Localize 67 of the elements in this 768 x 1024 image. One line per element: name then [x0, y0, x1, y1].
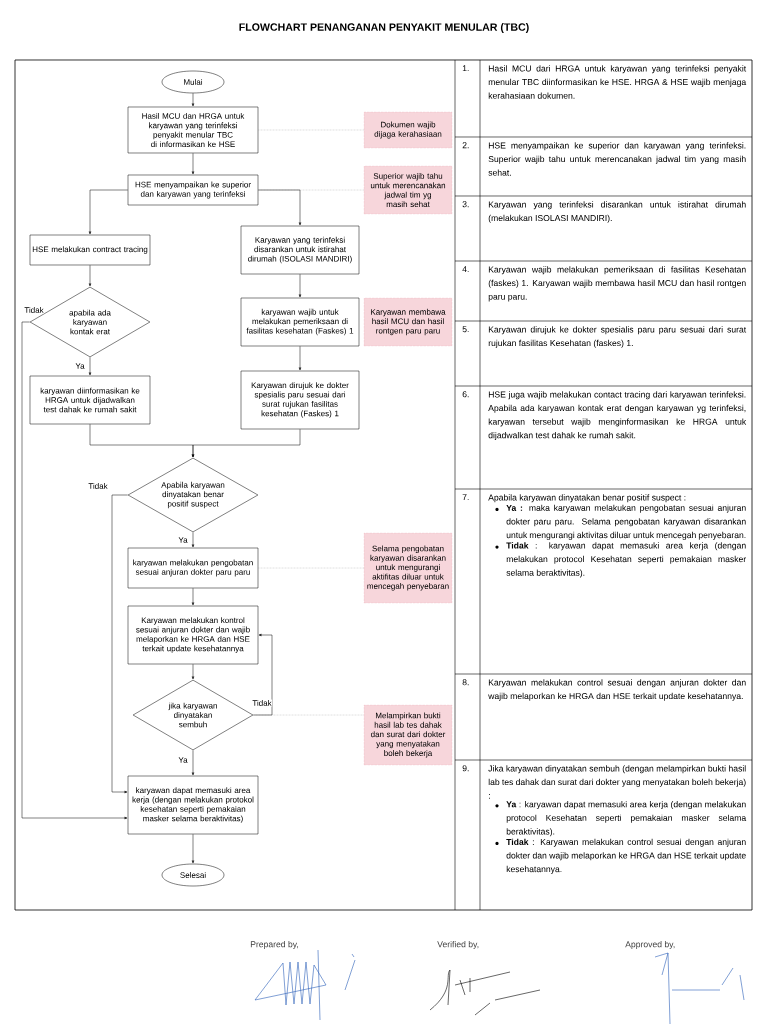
- arrow: [191, 588, 195, 606]
- process-box: Hasil MCU dan HRGA untuk karyawan yang terinfeksi penyakit menular TBC di informasikan ke HSE: [127, 106, 259, 154]
- terminal-oval: Selesai: [161, 863, 225, 887]
- arrow: [88, 357, 92, 376]
- instruction-text: Apabila karyawan dinyatakan benar positif suspect :: [488, 494, 686, 503]
- arrow: [298, 274, 302, 298]
- signature-caption: Verified by,: [437, 941, 479, 949]
- arrow: [191, 429, 301, 458]
- process-box: Karyawan yang terinfeksi disarankan untuk istirahat dirumah (ISOLASI MANDIRI): [240, 225, 360, 275]
- instruction-text: Karyawan wajib melakukan pemeriksaan di fasilitas Kesehatan (faskes) 1. Karyawan wajib membawa hasil MCU dan hasil rontgen paru paru.: [488, 266, 746, 302]
- step-number: 2.: [462, 142, 469, 149]
- step-number: 1.: [462, 65, 469, 72]
- arrow: [253, 633, 273, 716]
- instruction-text: Tidak : karyawan dapat memasuki area kerja (dengan melakukan protocol Kesehatan seperti pemakaian masker selama beraktivitas).: [506, 542, 746, 578]
- process-box: karyawan dapat memasuki area kerja (dengan melakukan protokol kesehatan seperti pemakaian masker selama beraktivitas): [127, 775, 259, 835]
- process-box: HSE menyampaikan ke superior dan karyawan yang terinfeksi: [127, 174, 259, 206]
- note-box: Superior wajib tahu untuk merencanakan jadwal tim yg masih sehat: [363, 165, 453, 215]
- process-box: karyawan diinformasikan ke HRGA untuk dijadwalkan test dahak ke rumah sakit: [29, 375, 151, 425]
- step-number: 7.: [462, 494, 469, 501]
- arrow: [258, 189, 302, 226]
- instruction-text: Ya : karyawan dapat memasuki area kerja (dengan melakukan protocol Kesehatan seperti pemakaian masker selama beraktivitas).: [506, 801, 747, 837]
- arrow: [21, 321, 128, 820]
- arrow: [191, 93, 195, 107]
- note-box: Melampirkan bukti hasil lab tes dahak dan surat dari dokter yang menyatakan boleh bekerja: [363, 704, 453, 766]
- signature-caption: Prepared by,: [250, 941, 299, 949]
- process-box: karyawan melakukan pengobatan sesuai anjuran dokter paru paru: [127, 547, 259, 589]
- instruction-text: Ya : maka karyawan melakukan pengobatan sesuai anjuran dokter paru paru. Selama pengobatan karyawan disarankan untuk mengurangi aktivitas diluar untuk mencegah penyebaran.: [506, 504, 746, 540]
- process-box: Karyawan melakukan kontrol sesuai anjuran dokter dan wajib melaporkan ke HRGA dan HSE terkait update kesehatannya: [127, 605, 259, 665]
- arrow: [111, 494, 128, 794]
- edge-label: Tidak: [87, 482, 109, 490]
- process-box: karyawan wajib untuk melakukan pemeriksaan di fasilitas kesehatan (Faskes) 1: [240, 297, 360, 347]
- step-number: 6.: [462, 391, 469, 398]
- arrow: [191, 532, 195, 548]
- note-box: Selama pengobatan karyawan disarankan untuk mengurangi aktifitas diluar untuk mencegah penyebaran: [363, 532, 453, 604]
- edge-label: Tidak: [23, 306, 45, 314]
- title: FLOWCHART PENANGANAN PENYAKIT MENULAR (TBC): [239, 23, 529, 33]
- arrow: [191, 664, 195, 680]
- connector-line: [258, 189, 365, 191]
- instruction-text: Karyawan melakukan control sesuai dengan anjuran dokter dan wajib melaporkan ke HRGA dan HSE terkait update kesehatannya.: [488, 679, 746, 701]
- process-box: HSE melakukan contract tracing: [29, 234, 151, 266]
- terminal-oval: Mulai: [161, 70, 225, 94]
- instruction-text: Karyawan yang terinfeksi disarankan untuk istirahat dirumah (melakukan ISOLASI MANDIRI).: [488, 201, 746, 223]
- signature-caption: Approved by,: [625, 941, 675, 949]
- step-number: 3.: [462, 201, 469, 208]
- step-number: 8.: [462, 679, 469, 686]
- instruction-text: HSE juga wajib melakukan contact tracing dari karyawan terinfeksi. Apabila ada karyawan kontak erat dengan karyawan yg terinfeksi, karyawan tersebut wajib menginformasikan ke HRGA untuk dijadwalkan test dahak ke rumah sakit.: [488, 391, 747, 440]
- instruction-text: HSE menyampaikan ke superior dan karyawan yang terinfeksi. Superior wajib tahu untuk merencanakan jadwal tim yang masih sehat.: [488, 142, 746, 176]
- edge-label: Ya: [177, 536, 189, 544]
- arrow: [88, 265, 92, 287]
- instruction-text: Tidak : Karyawan melakukan control sesuai dengan anjuran dokter dan wajib melaporkan ke HRGA dan HSE terkait update kesehatannya.: [506, 838, 746, 874]
- step-number: 5.: [462, 326, 469, 333]
- instruction-text: Karyawan dirujuk ke dokter spesialis paru paru sesuai dari surat rujukan fasilitas Kesehatan (faskes) 1.: [488, 326, 747, 348]
- instruction-text: Jika karyawan dinyatakan sembuh (dengan melampirkan bukti hasil lab tes dahak dan surat dari dokter yang menyatakan boleh bekerja) :: [488, 765, 746, 799]
- edge-label: Ya: [177, 756, 189, 764]
- step-number: 4.: [462, 266, 469, 273]
- note-box: Karyawan membawa hasil MCU dan hasil rontgen paru paru: [363, 297, 453, 347]
- instruction-text: Hasil MCU dari HRGA untuk karyawan yang terinfeksi penyakit menular TBC diinformasikan ke HSE. HRGA & HSE wajib menjaga kerahasiaan dokumen.: [488, 65, 747, 99]
- arrow: [191, 750, 195, 776]
- process-box: Karyawan dirujuk ke dokter spesialis paru sesuai dari surat rujukan fasilitas kesehatan (Faskes) 1: [240, 370, 360, 430]
- step-number: 9.: [462, 765, 469, 772]
- arrow: [191, 834, 195, 864]
- arrow: [191, 153, 195, 175]
- edge-label: Tidak: [251, 699, 273, 707]
- arrow: [298, 346, 302, 371]
- arrow: [88, 189, 128, 235]
- edge-label: Ya: [74, 362, 86, 370]
- note-box: Dokumen wajib dijaga kerahasiaan: [363, 111, 453, 149]
